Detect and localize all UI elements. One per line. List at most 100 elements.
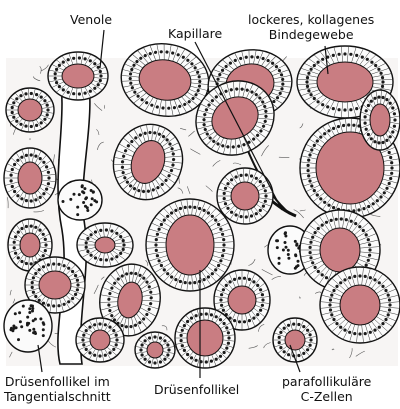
epithelial-nucleus bbox=[367, 104, 370, 107]
epithelial-nucleus bbox=[361, 56, 364, 59]
epithelial-nucleus bbox=[184, 206, 187, 209]
epithelial-nucleus bbox=[55, 81, 58, 84]
epithelial-nucleus bbox=[384, 318, 387, 321]
epithelial-nucleus bbox=[82, 334, 85, 337]
epithelial-nucleus bbox=[381, 80, 384, 83]
epithelial-nucleus bbox=[54, 72, 57, 75]
epithelial-nucleus bbox=[156, 254, 159, 257]
epithelial-nucleus bbox=[58, 64, 61, 67]
epithelial-nucleus bbox=[390, 161, 393, 164]
epithelial-nucleus bbox=[313, 97, 316, 100]
epithelial-nucleus bbox=[76, 279, 79, 282]
epithelial-nucleus bbox=[388, 303, 391, 306]
epithelial-nucleus bbox=[343, 329, 346, 332]
epithelial-nucleus bbox=[302, 352, 305, 355]
epithelial-nucleus bbox=[368, 254, 371, 257]
epithelial-nucleus bbox=[207, 275, 210, 278]
epithelial-nucleus bbox=[321, 273, 324, 276]
epithelial-nucleus bbox=[355, 107, 358, 110]
epithelial-nucleus bbox=[86, 250, 89, 253]
epithelial-nucleus bbox=[223, 322, 226, 325]
epithelial-nucleus bbox=[223, 197, 226, 200]
epithelial-nucleus bbox=[220, 304, 223, 307]
epithelial-nucleus bbox=[321, 224, 324, 227]
epithelial-nucleus bbox=[381, 285, 384, 288]
epithelial-nucleus bbox=[110, 229, 113, 232]
epithelial-nucleus bbox=[20, 325, 23, 328]
epithelial-nucleus bbox=[163, 339, 166, 342]
epithelial-nucleus bbox=[240, 174, 243, 177]
epithelial-nucleus bbox=[148, 360, 151, 363]
epithelial-nucleus bbox=[108, 326, 111, 329]
epithelial-nucleus bbox=[379, 195, 382, 198]
epithelial-nucleus bbox=[72, 57, 75, 60]
epithelial-nucleus bbox=[13, 241, 16, 244]
epithelial-nucleus bbox=[42, 254, 45, 257]
epithelial-nucleus bbox=[365, 233, 368, 236]
epithelial-nucleus bbox=[69, 198, 72, 201]
epithelial-nucleus bbox=[18, 311, 21, 314]
epithelial-nucleus bbox=[81, 190, 84, 193]
epithelial-nucleus bbox=[90, 254, 93, 257]
epithelial-nucleus bbox=[284, 241, 287, 244]
epithelial-nucleus bbox=[47, 304, 50, 307]
epithelial-nucleus bbox=[219, 318, 222, 321]
epithelial-nucleus bbox=[383, 191, 386, 194]
epithelial-nucleus bbox=[369, 276, 372, 279]
epithelial-nucleus bbox=[38, 229, 41, 232]
epithelial-nucleus bbox=[339, 326, 342, 329]
epithelial-nucleus bbox=[154, 243, 157, 246]
epithelial-nucleus bbox=[94, 256, 97, 259]
epithelial-nucleus bbox=[259, 209, 262, 212]
epithelial-nucleus bbox=[14, 252, 17, 255]
epithelial-nucleus bbox=[219, 228, 222, 231]
epithelial-nucleus bbox=[307, 174, 310, 177]
epithelial-nucleus bbox=[314, 266, 317, 269]
epithelial-nucleus bbox=[226, 182, 229, 185]
epithelial-nucleus bbox=[262, 184, 265, 187]
epithelial-nucleus bbox=[188, 205, 191, 208]
epithelial-nucleus bbox=[323, 132, 326, 135]
epithelial-nucleus bbox=[32, 328, 35, 331]
follicle bbox=[76, 318, 124, 362]
epithelial-nucleus bbox=[227, 342, 230, 345]
epithelial-nucleus bbox=[139, 348, 142, 351]
epithelial-nucleus bbox=[203, 209, 206, 212]
epithelial-nucleus bbox=[313, 189, 316, 192]
epithelial-nucleus bbox=[393, 118, 396, 121]
epithelial-nucleus bbox=[32, 276, 35, 279]
epithelial-nucleus bbox=[170, 275, 173, 278]
epithelial-nucleus bbox=[354, 222, 357, 225]
epithelial-nucleus bbox=[11, 329, 14, 332]
epithelial-nucleus bbox=[15, 97, 18, 100]
epithelial-nucleus bbox=[20, 260, 23, 263]
epithelial-nucleus bbox=[159, 360, 162, 363]
epithelial-nucleus bbox=[88, 326, 91, 329]
follicle bbox=[4, 148, 56, 208]
epithelial-nucleus bbox=[93, 323, 96, 326]
epithelial-nucleus bbox=[34, 272, 37, 275]
colloid bbox=[18, 162, 42, 194]
epithelial-nucleus bbox=[99, 70, 102, 73]
epithelial-nucleus bbox=[155, 249, 158, 252]
epithelial-nucleus bbox=[367, 238, 370, 241]
epithelial-nucleus bbox=[224, 187, 227, 190]
epithelial-nucleus bbox=[85, 329, 88, 332]
epithelial-nucleus bbox=[321, 103, 324, 106]
epithelial-nucleus bbox=[38, 268, 41, 271]
epithelial-nucleus bbox=[259, 288, 262, 291]
epithelial-nucleus bbox=[229, 280, 232, 283]
epithelial-nucleus bbox=[45, 188, 48, 191]
epithelial-nucleus bbox=[188, 281, 191, 284]
epithelial-nucleus bbox=[193, 206, 196, 209]
epithelial-nucleus bbox=[309, 333, 312, 336]
epithelial-nucleus bbox=[10, 174, 13, 177]
epithelial-nucleus bbox=[311, 236, 314, 239]
epithelial-nucleus bbox=[115, 255, 118, 258]
epithelial-nucleus bbox=[81, 338, 84, 341]
epithelial-nucleus bbox=[20, 156, 23, 159]
epithelial-nucleus bbox=[88, 351, 91, 354]
epithelial-nucleus bbox=[76, 213, 79, 216]
epithelial-nucleus bbox=[46, 108, 49, 111]
